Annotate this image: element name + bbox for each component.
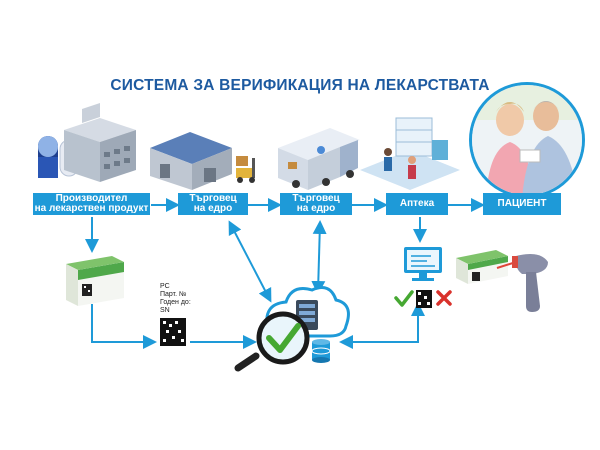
flow-arrows <box>85 217 427 349</box>
label-batch: Парт. № <box>160 291 187 298</box>
magnifier-icon <box>234 311 310 372</box>
database-icon <box>311 339 331 363</box>
pack-code-labels: PC Парт. № Годен до: SN <box>160 283 191 315</box>
warehouse-icon <box>150 132 232 190</box>
diagram-title: СИСТЕМА ЗА ВЕРИФИКАЦИЯ НА ЛЕКАРСТВАТА <box>110 77 490 94</box>
forklift-icon <box>236 156 255 183</box>
pills-icon <box>38 136 79 178</box>
stage-patient: ПАЦИЕНТ <box>483 193 561 215</box>
scan-code-icon <box>416 290 432 308</box>
label-pc: PC <box>160 283 170 290</box>
stage-pharmacy-label: Аптека <box>399 198 435 209</box>
barcode-scanner-icon <box>496 254 548 312</box>
stage-wholesaler-2-line2: на едро <box>296 203 336 214</box>
medicine-box-icon <box>66 256 124 306</box>
factory-icon <box>64 103 136 182</box>
stage-patient-label: ПАЦИЕНТ <box>497 198 547 209</box>
label-expiry: Годен до: <box>160 299 191 306</box>
check-icon <box>394 290 414 307</box>
datamatrix-code-icon <box>160 318 186 346</box>
pharmacy-icon <box>360 117 460 190</box>
stage-pharmacy: Аптека <box>386 193 448 215</box>
patient-photo <box>469 82 585 198</box>
label-sn: SN <box>160 307 170 314</box>
truck-icon <box>278 128 360 190</box>
monitor-icon <box>404 247 442 281</box>
stage-manufacturer-line2: на лекарствен продукт <box>34 203 149 214</box>
stage-wholesaler-2-line1: Търговец <box>292 193 340 204</box>
stage-manufacturer-line1: Производител <box>55 193 128 204</box>
stage-wholesaler-1-line2: на едро <box>193 203 233 214</box>
cross-icon <box>436 290 452 306</box>
stage-wholesaler-1-line1: Търговец <box>189 193 237 204</box>
scanned-box-icon <box>456 250 508 284</box>
